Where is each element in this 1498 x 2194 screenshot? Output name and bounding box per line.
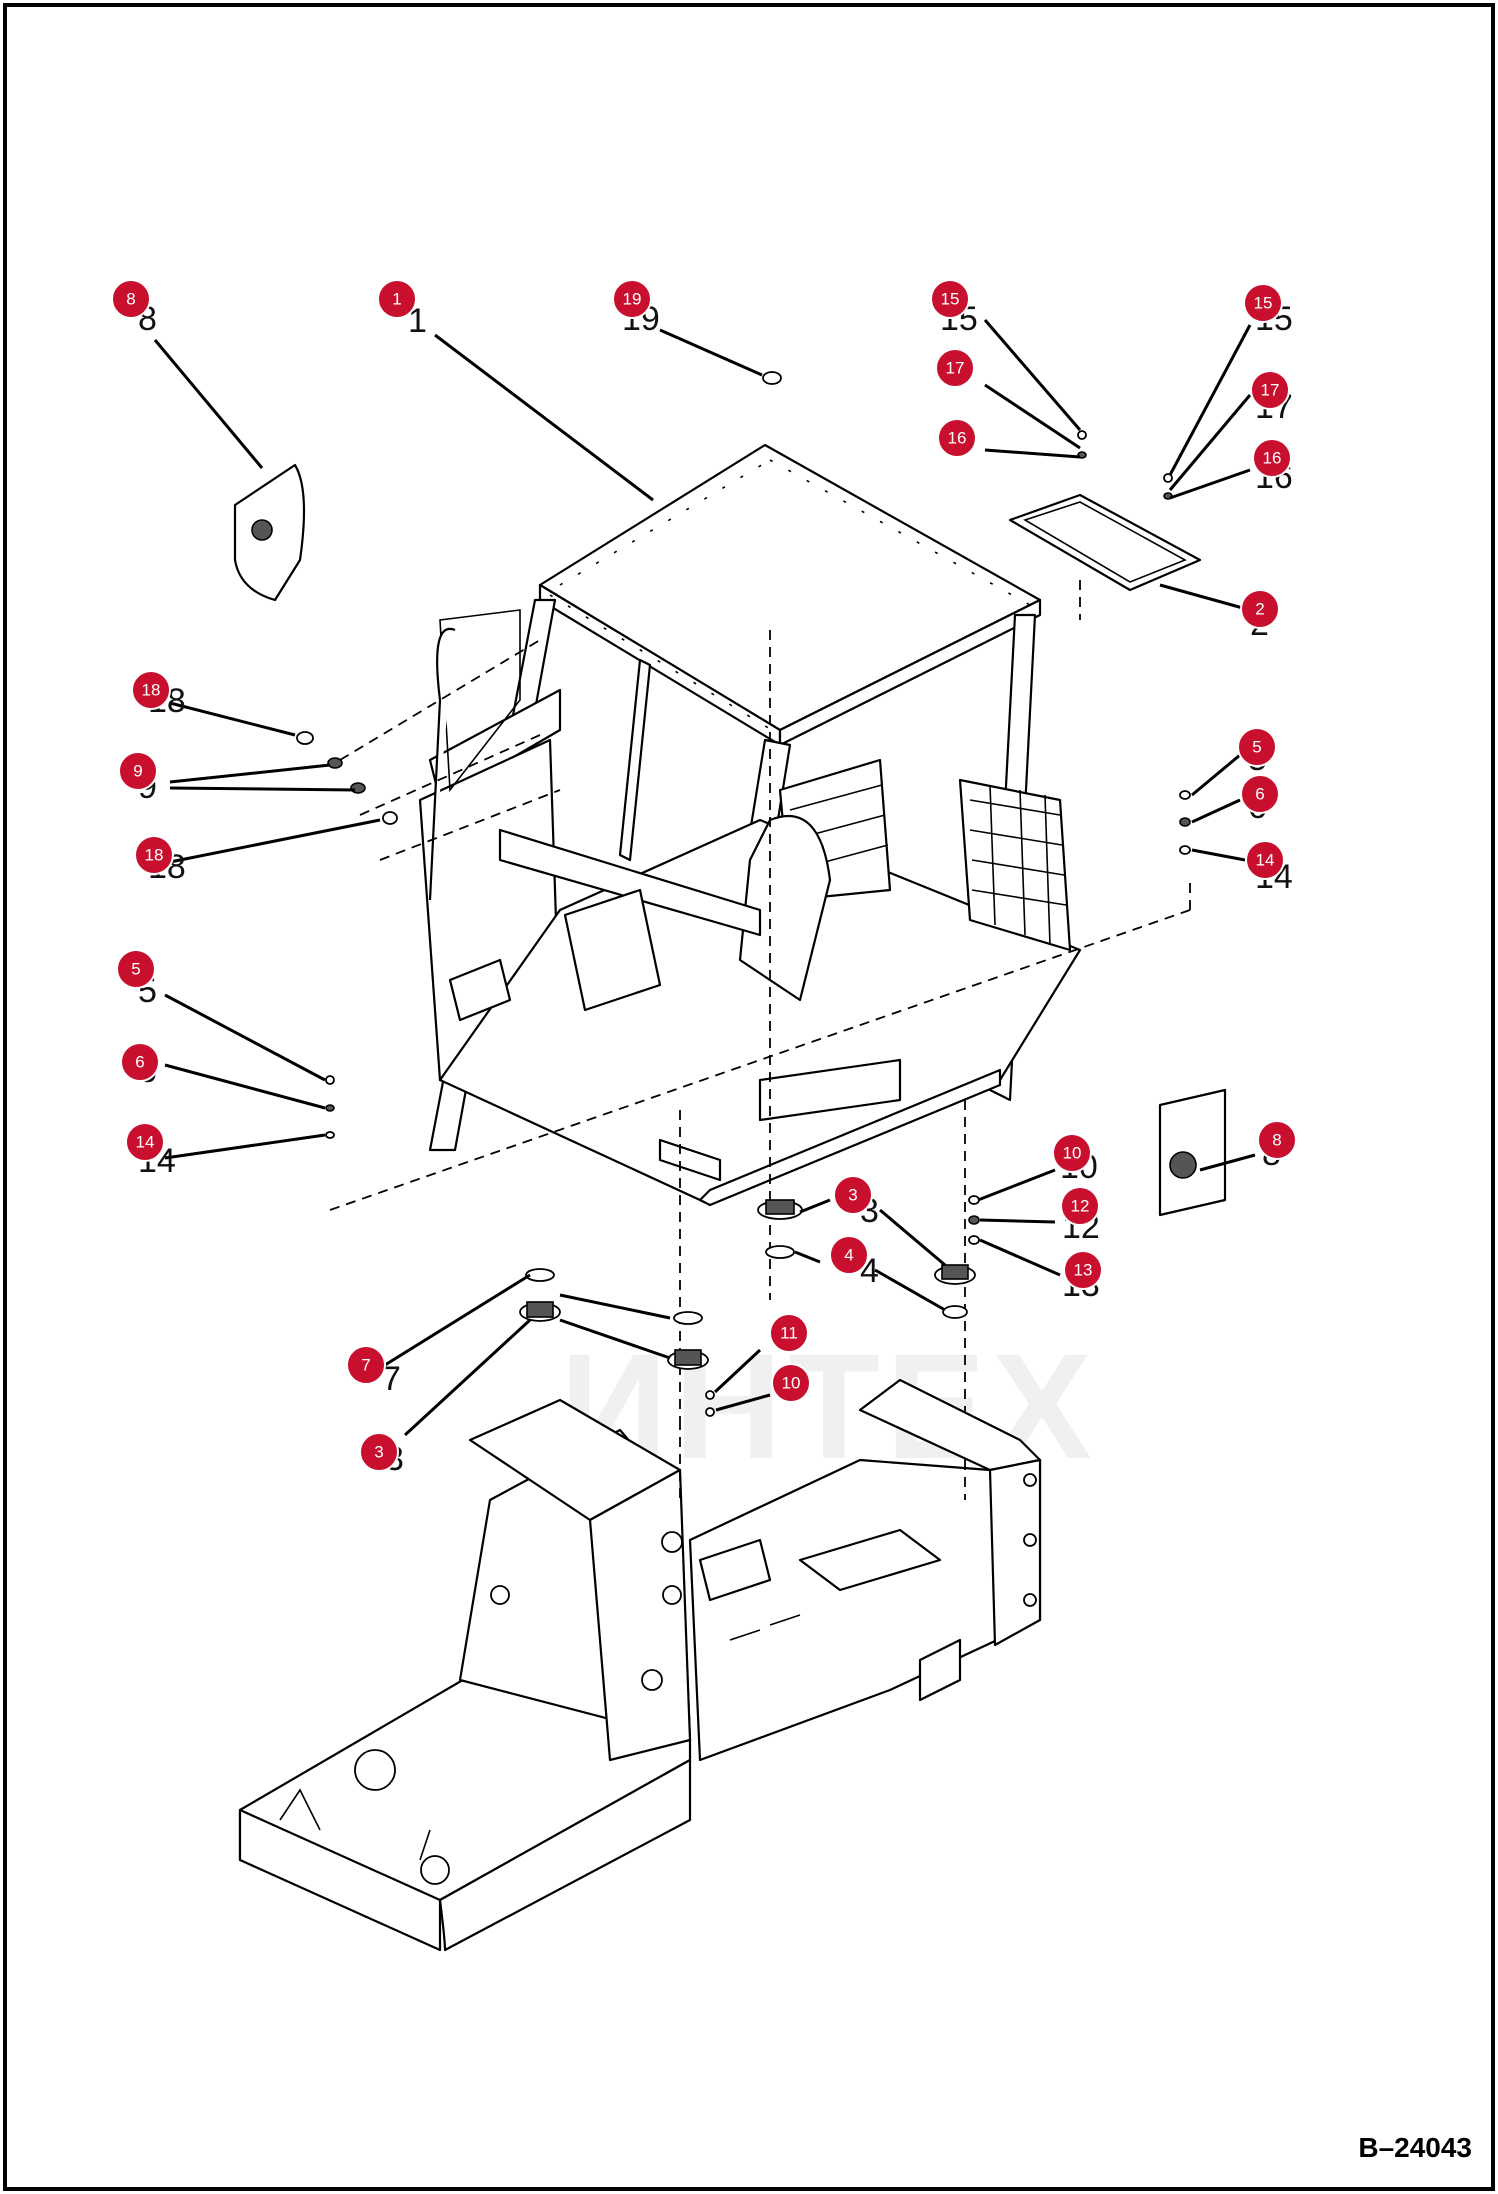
svg-text:16: 16 — [1263, 449, 1282, 468]
callout-16-a[interactable]: 16 — [937, 418, 977, 458]
roof-panel — [1008, 493, 1202, 592]
callout-4[interactable]: 4 — [829, 1235, 869, 1275]
callout-14-left[interactable]: 14 — [125, 1122, 165, 1162]
svg-text:14: 14 — [136, 1133, 155, 1152]
callout-8-light-left[interactable]: 8 — [111, 279, 151, 319]
svg-text:7: 7 — [382, 1360, 401, 1398]
callout-8-light-right[interactable]: 8 — [1257, 1120, 1297, 1160]
callout-3-b[interactable]: 3 — [359, 1432, 399, 1472]
svg-text:1: 1 — [392, 290, 401, 309]
svg-text:10: 10 — [782, 1374, 801, 1393]
callout-13[interactable]: 13 — [1063, 1250, 1103, 1290]
callout-15-b[interactable]: 15 — [1243, 283, 1283, 323]
svg-text:3: 3 — [848, 1186, 857, 1205]
page-border — [3, 3, 1495, 2191]
callout-16-b[interactable]: 16 — [1252, 438, 1292, 478]
svg-text:10: 10 — [1063, 1144, 1082, 1163]
svg-text:8: 8 — [1272, 1131, 1281, 1150]
callout-6-right[interactable]: 6 — [1240, 774, 1280, 814]
svg-text:15: 15 — [1254, 294, 1273, 313]
svg-text:5: 5 — [1252, 738, 1261, 757]
callout-5-left[interactable]: 5 — [116, 949, 156, 989]
callout-12[interactable]: 12 — [1060, 1186, 1100, 1226]
svg-text:12: 12 — [1071, 1197, 1090, 1216]
svg-text:4: 4 — [844, 1246, 853, 1265]
svg-text:6: 6 — [135, 1053, 144, 1072]
svg-text:15: 15 — [941, 290, 960, 309]
callout-6-left[interactable]: 6 — [120, 1042, 160, 1082]
svg-text:1: 1 — [408, 302, 427, 340]
svg-text:9: 9 — [133, 762, 142, 781]
alignment-lines-frame — [679, 1420, 966, 1500]
callout-19[interactable]: 19 — [612, 279, 652, 319]
side-light-right — [1158, 1088, 1227, 1217]
svg-text:17: 17 — [1261, 381, 1280, 400]
side-light-left — [233, 463, 306, 602]
svg-text:2: 2 — [1255, 600, 1264, 619]
callout-2-roof-panel[interactable]: 2 — [1240, 589, 1280, 629]
svg-text:7: 7 — [361, 1356, 370, 1375]
svg-text:6: 6 — [1255, 785, 1264, 804]
callout-5-right[interactable]: 5 — [1237, 727, 1277, 767]
cab-assembly — [418, 443, 1082, 1207]
svg-text:5: 5 — [131, 960, 140, 979]
leader-lines — [153, 319, 1256, 1437]
svg-text:8: 8 — [126, 290, 135, 309]
callout-17-b[interactable]: 17 — [1250, 370, 1290, 410]
svg-text:18: 18 — [145, 846, 164, 865]
callout-18-b[interactable]: 18 — [134, 835, 174, 875]
callout-18-a[interactable]: 18 — [131, 670, 171, 710]
callout-1-cab[interactable]: 1 — [377, 279, 417, 319]
callout-10-b[interactable]: 10 — [771, 1363, 811, 1403]
svg-text:19: 19 — [623, 290, 642, 309]
callout-7[interactable]: 7 — [346, 1345, 386, 1385]
svg-text:17: 17 — [946, 359, 965, 378]
svg-text:14: 14 — [1256, 851, 1275, 870]
callout-10-a[interactable]: 10 — [1052, 1133, 1092, 1173]
svg-text:13: 13 — [1074, 1261, 1093, 1280]
callout-17-a[interactable]: 17 — [935, 348, 975, 388]
callout-15-a[interactable]: 15 — [930, 279, 970, 319]
main-frame — [238, 1378, 1042, 1952]
callout-14-right[interactable]: 14 — [1245, 840, 1285, 880]
callout-11[interactable]: 11 — [769, 1313, 809, 1353]
hardware — [296, 371, 1191, 1417]
callout-9[interactable]: 9 — [118, 751, 158, 791]
svg-text:11: 11 — [780, 1324, 798, 1343]
callouts: 8 1 19 15 17 16 15 17 16 2 18 9 18 5 6 1… — [111, 279, 1297, 1472]
svg-text:3: 3 — [374, 1443, 383, 1462]
drawing-number: B–24043 — [1358, 2132, 1472, 2163]
svg-text:16: 16 — [948, 429, 967, 448]
svg-text:18: 18 — [142, 681, 161, 700]
callout-3-a[interactable]: 3 — [833, 1175, 873, 1215]
